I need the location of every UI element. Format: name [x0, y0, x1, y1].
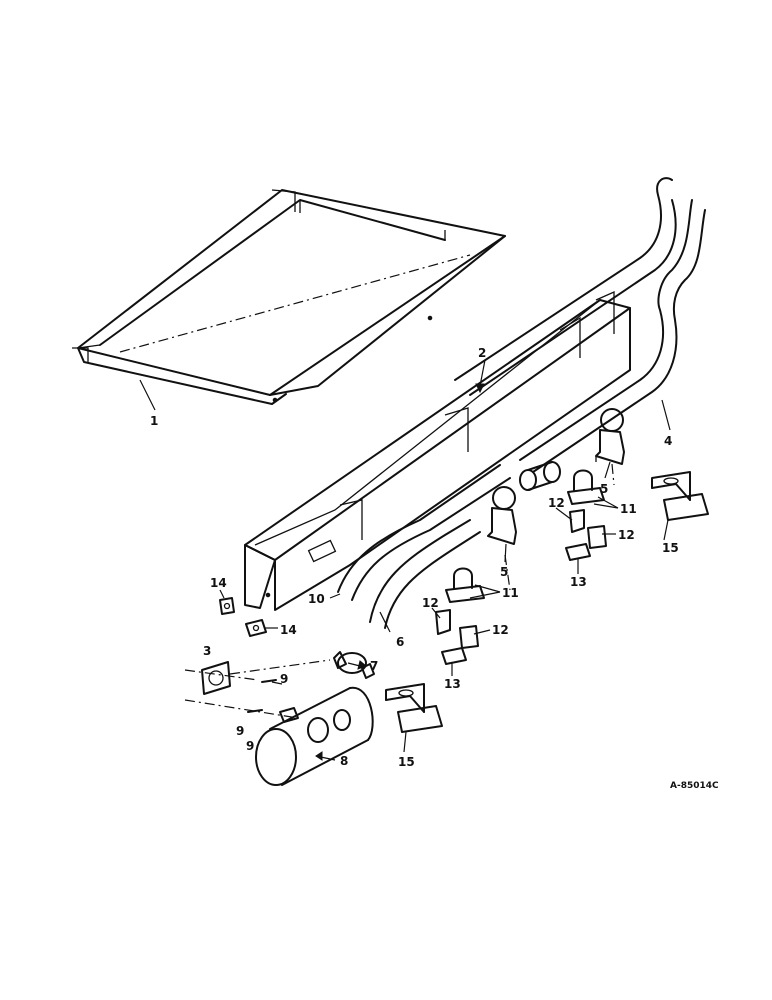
callout-7: 7: [370, 659, 378, 673]
callout-12-front-left: 12: [422, 596, 439, 610]
part-3-flange-gasket[interactable]: [201, 661, 231, 695]
part-14-plate-lower[interactable]: [245, 619, 267, 637]
part-1-shield-panel[interactable]: [72, 189, 506, 405]
callout-14-upper: 14: [210, 576, 227, 590]
callout-11-rear: 11: [620, 502, 637, 516]
part-13-nut-plate-front[interactable]: [441, 647, 467, 665]
callout-3: 3: [203, 644, 211, 658]
callout-12-rear-left: 12: [548, 496, 565, 510]
leader-lines: [139, 359, 671, 761]
part-12-clamp-plates-rear[interactable]: [569, 509, 607, 549]
callout-6: 6: [396, 635, 404, 649]
part-9-bolts[interactable]: [247, 679, 299, 723]
part-14-plate-upper[interactable]: [219, 597, 235, 615]
callout-15-front: 15: [398, 755, 415, 769]
callout-5-rear: 5: [600, 482, 608, 496]
assembly-lines: [184, 463, 615, 719]
part-15-bracket-front[interactable]: [385, 683, 443, 733]
callout-15-rear: 15: [662, 541, 679, 555]
pipe-coupling[interactable]: [519, 461, 561, 491]
callout-9-top: 9: [280, 672, 288, 686]
callout-13-rear: 13: [570, 575, 587, 589]
part-10-front-pipe[interactable]: [337, 464, 511, 601]
part-12-clamp-plates-front[interactable]: [435, 609, 479, 649]
callout-11-front: 11: [502, 586, 519, 600]
part-5-hanger-clamp-rear[interactable]: [595, 408, 625, 465]
callout-2: 2: [478, 346, 486, 360]
part-7-outlet-clamp[interactable]: [333, 651, 375, 679]
callout-10: 10: [308, 592, 325, 606]
part-2-tunnel-shield[interactable]: [244, 290, 631, 611]
callout-12-rear-right: 12: [618, 528, 635, 542]
callout-13-front: 13: [444, 677, 461, 691]
part-5-hanger-clamp-front[interactable]: [487, 486, 517, 545]
callouts: 1 2 3 4 5 5 6 7 8 9 9 9 10 11 11 12 12 1…: [150, 346, 679, 769]
callout-9-mid: 9: [236, 724, 244, 738]
callout-4: 4: [664, 434, 672, 448]
diagram-code: A-85014C: [670, 781, 719, 791]
callout-12-front-right: 12: [492, 623, 509, 637]
part-6-front-pipe[interactable]: [369, 519, 481, 629]
part-11-u-bolt-rear[interactable]: [567, 469, 605, 505]
callout-8: 8: [340, 754, 348, 768]
part-4-exhaust-pipe[interactable]: [454, 177, 706, 473]
part-8-muffler[interactable]: [255, 686, 374, 786]
part-15-bracket-rear[interactable]: [651, 471, 709, 521]
callout-1: 1: [150, 414, 158, 428]
part-11-u-bolt-front[interactable]: [445, 567, 485, 603]
callout-5-front: 5: [500, 565, 508, 579]
callout-9-low: 9: [246, 739, 254, 753]
part-13-nut-plate-rear[interactable]: [565, 543, 591, 561]
callout-14-lower: 14: [280, 623, 297, 637]
